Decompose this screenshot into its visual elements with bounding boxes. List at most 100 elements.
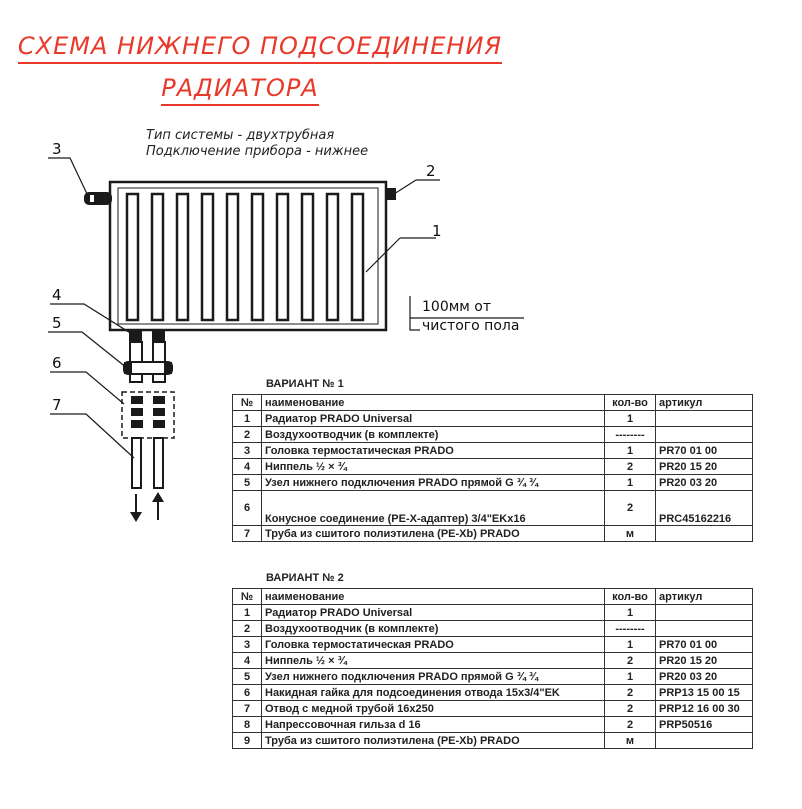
variant-2-title: ВАРИАНТ № 2 — [266, 572, 344, 584]
table-row: 1 Радиатор PRADO Universal 1 — [232, 604, 753, 621]
adapter-dashed-box — [121, 391, 175, 439]
callout-5: 5 — [52, 314, 62, 332]
row-article — [655, 410, 753, 427]
row-article — [655, 426, 753, 443]
table-row: 1 Радиатор PRADO Universal 1 — [232, 410, 753, 427]
table-row: 3 Головка термостатическая PRADO 1 PR70 … — [232, 442, 753, 459]
callout-1: 1 — [432, 222, 442, 240]
table-row: 4 Ниппель ½ × ¾ 2 PR20 15 20 — [232, 652, 753, 669]
row-number: 4 — [232, 652, 262, 669]
row-name: Радиатор PRADO Universal — [261, 604, 605, 621]
row-name: Головка термостатическая PRADO — [261, 636, 605, 653]
header-name: наименование — [261, 588, 605, 605]
row-name: Узел нижнего подключения PRADO прямой G … — [261, 668, 605, 685]
row-name: Конусное соединение (PE-X-адаптер) 3/4"E… — [261, 490, 605, 526]
row-name: Радиатор PRADO Universal — [261, 410, 605, 427]
height-note-line-2: чистого пола — [422, 318, 520, 334]
row-name: Головка термостатическая PRADO — [261, 442, 605, 459]
row-article — [655, 620, 753, 637]
row-article: PR20 03 20 — [655, 668, 753, 685]
radiator-fins — [125, 192, 365, 322]
callout-3: 3 — [52, 140, 62, 158]
row-number: 8 — [232, 716, 262, 733]
height-note-line-1: 100мм от — [422, 299, 492, 315]
row-name: Узел нижнего подключения PRADO прямой G … — [261, 474, 605, 491]
row-article: PR20 03 20 — [655, 474, 753, 491]
diagram-title-line-2: РАДИАТОРА — [0, 74, 480, 106]
nipples — [129, 330, 165, 342]
variant-2-table: № наименование кол-во артикул 1 Радиатор… — [232, 588, 753, 749]
row-article: PRP12 16 00 30 — [655, 700, 753, 717]
table-row: 4 Ниппель ½ × ¾ 2 PR20 15 20 — [232, 458, 753, 475]
row-quantity: 1 — [604, 668, 656, 685]
row-number: 2 — [232, 620, 262, 637]
row-quantity: 1 — [604, 410, 656, 427]
table-row: 2 Воздухоотводчик (в комплекте) -------- — [232, 426, 753, 443]
header-article: артикул — [655, 394, 753, 411]
row-number: 3 — [232, 442, 262, 459]
table-row: 5 Узел нижнего подключения PRADO прямой … — [232, 474, 753, 491]
row-number: 4 — [232, 458, 262, 475]
row-quantity: 2 — [604, 490, 656, 526]
row-quantity: 2 — [604, 458, 656, 475]
row-number: 7 — [232, 525, 262, 542]
variant-1-table: № наименование кол-во артикул 1 Радиатор… — [232, 394, 753, 542]
row-article — [655, 604, 753, 621]
callout-leaders — [48, 157, 524, 459]
row-quantity: 2 — [604, 652, 656, 669]
system-note: Тип системы - двухтрубная Подключение пр… — [146, 128, 368, 160]
table-row: 6 Накидная гайка для подсоединения отвод… — [232, 684, 753, 701]
row-article: PR20 15 20 — [655, 652, 753, 669]
variant-1-title: ВАРИАНТ № 1 — [266, 378, 344, 390]
table-row: 8 Напрессовочная гильза d 16 2 PRP50516 — [232, 716, 753, 733]
row-article: PR70 01 00 — [655, 636, 753, 653]
row-quantity: 1 — [604, 442, 656, 459]
radiator-inner-frame — [117, 187, 379, 325]
row-number: 1 — [232, 410, 262, 427]
row-quantity: 1 — [604, 636, 656, 653]
header-quantity: кол-во — [604, 588, 656, 605]
table-row: 2 Воздухоотводчик (в комплекте) -------- — [232, 620, 753, 637]
row-quantity: 1 — [604, 604, 656, 621]
callout-2: 2 — [426, 162, 436, 180]
radiator-body — [108, 180, 388, 332]
row-article — [655, 525, 753, 542]
row-article: PRC45162216 — [655, 490, 753, 526]
system-type-note: Тип системы - двухтрубная — [146, 128, 335, 143]
table-row: 7 Труба из сшитого полиэтилена (PE-Xb) P… — [232, 525, 753, 542]
row-number: 5 — [232, 668, 262, 685]
row-name: Ниппель ½ × ¾ — [261, 458, 605, 475]
row-number: 6 — [232, 684, 262, 701]
row-name: Воздухоотводчик (в комплекте) — [261, 620, 605, 637]
header-number: № — [232, 394, 262, 411]
flow-arrows — [130, 492, 164, 522]
radiator-connection-drawing — [48, 157, 524, 522]
table-row: 6 Конусное соединение (PE-X-адаптер) 3/4… — [232, 490, 753, 526]
row-name: Воздухоотводчик (в комплекте) — [261, 426, 605, 443]
thermostatic-head — [84, 192, 112, 205]
diagram-title-text-1: СХЕМА НИЖНЕГО ПОДСОЕДИНЕНИЯ — [17, 32, 503, 64]
row-number: 6 — [232, 490, 262, 526]
row-name: Труба из сшитого полиэтилена (PE-Xb) PRA… — [261, 732, 605, 749]
air-vent — [386, 188, 396, 200]
row-quantity: 2 — [604, 716, 656, 733]
row-name: Отвод с медной трубой 16x250 — [261, 700, 605, 717]
table-row: 3 Головка термостатическая PRADO 1 PR70 … — [232, 636, 753, 653]
cone-adapters — [131, 396, 165, 428]
row-article: PR20 15 20 — [655, 458, 753, 475]
header-name: наименование — [261, 394, 605, 411]
header-article: артикул — [655, 588, 753, 605]
row-name: Труба из сшитого полиэтилена (PE-Xb) PRA… — [261, 525, 605, 542]
row-number: 2 — [232, 426, 262, 443]
callout-4: 4 — [52, 286, 62, 304]
row-name: Напрессовочная гильза d 16 — [261, 716, 605, 733]
row-quantity: 2 — [604, 684, 656, 701]
row-article: PR70 01 00 — [655, 442, 753, 459]
row-number: 3 — [232, 636, 262, 653]
table-header-row: № наименование кол-во артикул — [232, 588, 753, 605]
row-quantity: -------- — [604, 426, 656, 443]
row-article: PRP13 15 00 15 — [655, 684, 753, 701]
header-number: № — [232, 588, 262, 605]
table-row: 5 Узел нижнего подключения PRADO прямой … — [232, 668, 753, 685]
diagram-title-line-1: СХЕМА НИЖНЕГО ПОДСОЕДИНЕНИЯ — [0, 32, 520, 64]
